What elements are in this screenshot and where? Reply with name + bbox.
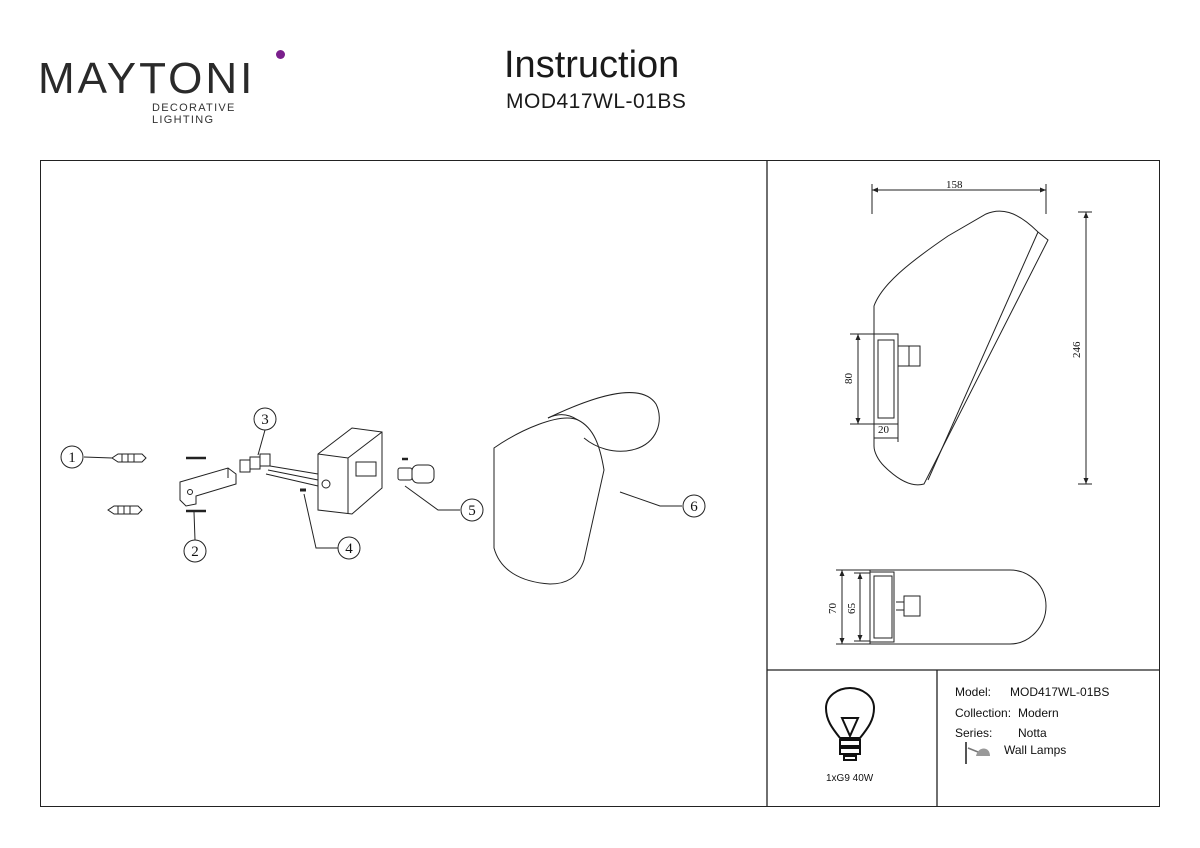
callout-4 xyxy=(337,536,361,560)
exploded-view xyxy=(107,392,660,585)
part-number: 6 xyxy=(690,499,698,515)
model-code: MOD417WL-01BS xyxy=(506,90,687,113)
collection-value: Modern xyxy=(1018,706,1059,720)
callout-1 xyxy=(60,445,84,469)
callout-numbers: 1 2 3 4 5 6 xyxy=(68,412,698,560)
part-number: 2 xyxy=(191,544,199,560)
instruction-frame xyxy=(40,160,1160,807)
part-number: 1 xyxy=(68,450,76,466)
mounting-bracket xyxy=(179,467,237,507)
mount-depth-dimension: 20 xyxy=(878,424,890,436)
top-dimension-labels: 70 65 xyxy=(827,603,858,615)
series-label: Series: xyxy=(955,726,993,740)
g9-bulb xyxy=(397,457,435,484)
part-number: 4 xyxy=(345,541,353,557)
model-value: MOD417WL-01BS xyxy=(1010,685,1110,699)
mount-height-dimension: 80 xyxy=(843,373,855,385)
part-number: 3 xyxy=(261,412,269,428)
light-bulb-icon xyxy=(824,686,876,761)
inner-width-dimension: 65 xyxy=(846,603,858,615)
terminal-block xyxy=(239,453,319,487)
side-dimension-labels: 158 246 80 20 xyxy=(843,179,1083,436)
callout-6 xyxy=(682,494,706,518)
lamp-shade xyxy=(493,392,660,585)
lamp-type-value: Wall Lamps xyxy=(1004,743,1067,757)
callout-5 xyxy=(460,498,484,522)
screw xyxy=(186,456,206,513)
dimension-arrows xyxy=(855,187,1089,484)
part-number: 5 xyxy=(468,503,476,519)
callouts xyxy=(60,407,706,563)
brand-name: MAYTONI xyxy=(38,54,256,103)
brand-accent-dot xyxy=(276,50,285,59)
outer-width-dimension: 70 xyxy=(827,603,839,615)
collection-label: Collection: xyxy=(955,706,1012,720)
bulb-spec: 1xG9 40W xyxy=(826,773,874,784)
callout-2 xyxy=(183,539,207,563)
junction-box xyxy=(317,427,383,515)
top-view xyxy=(836,569,1047,645)
wall-plug xyxy=(107,453,147,515)
width-dimension: 158 xyxy=(946,179,963,191)
brand-tagline: DECORATIVE LIGHTING xyxy=(152,102,236,126)
top-dimension-arrows xyxy=(839,570,863,644)
brand-logo: MAYTONI DECORATIVE LIGHTING xyxy=(38,50,288,126)
series-value: Notta xyxy=(1018,726,1047,740)
wall-lamp-icon xyxy=(965,742,990,764)
model-label: Model: xyxy=(955,685,992,699)
page-title: Instruction xyxy=(504,44,680,86)
panel-dividers xyxy=(766,160,1160,807)
side-view xyxy=(850,184,1092,486)
callout-3 xyxy=(253,407,277,431)
height-dimension: 246 xyxy=(1071,341,1083,358)
